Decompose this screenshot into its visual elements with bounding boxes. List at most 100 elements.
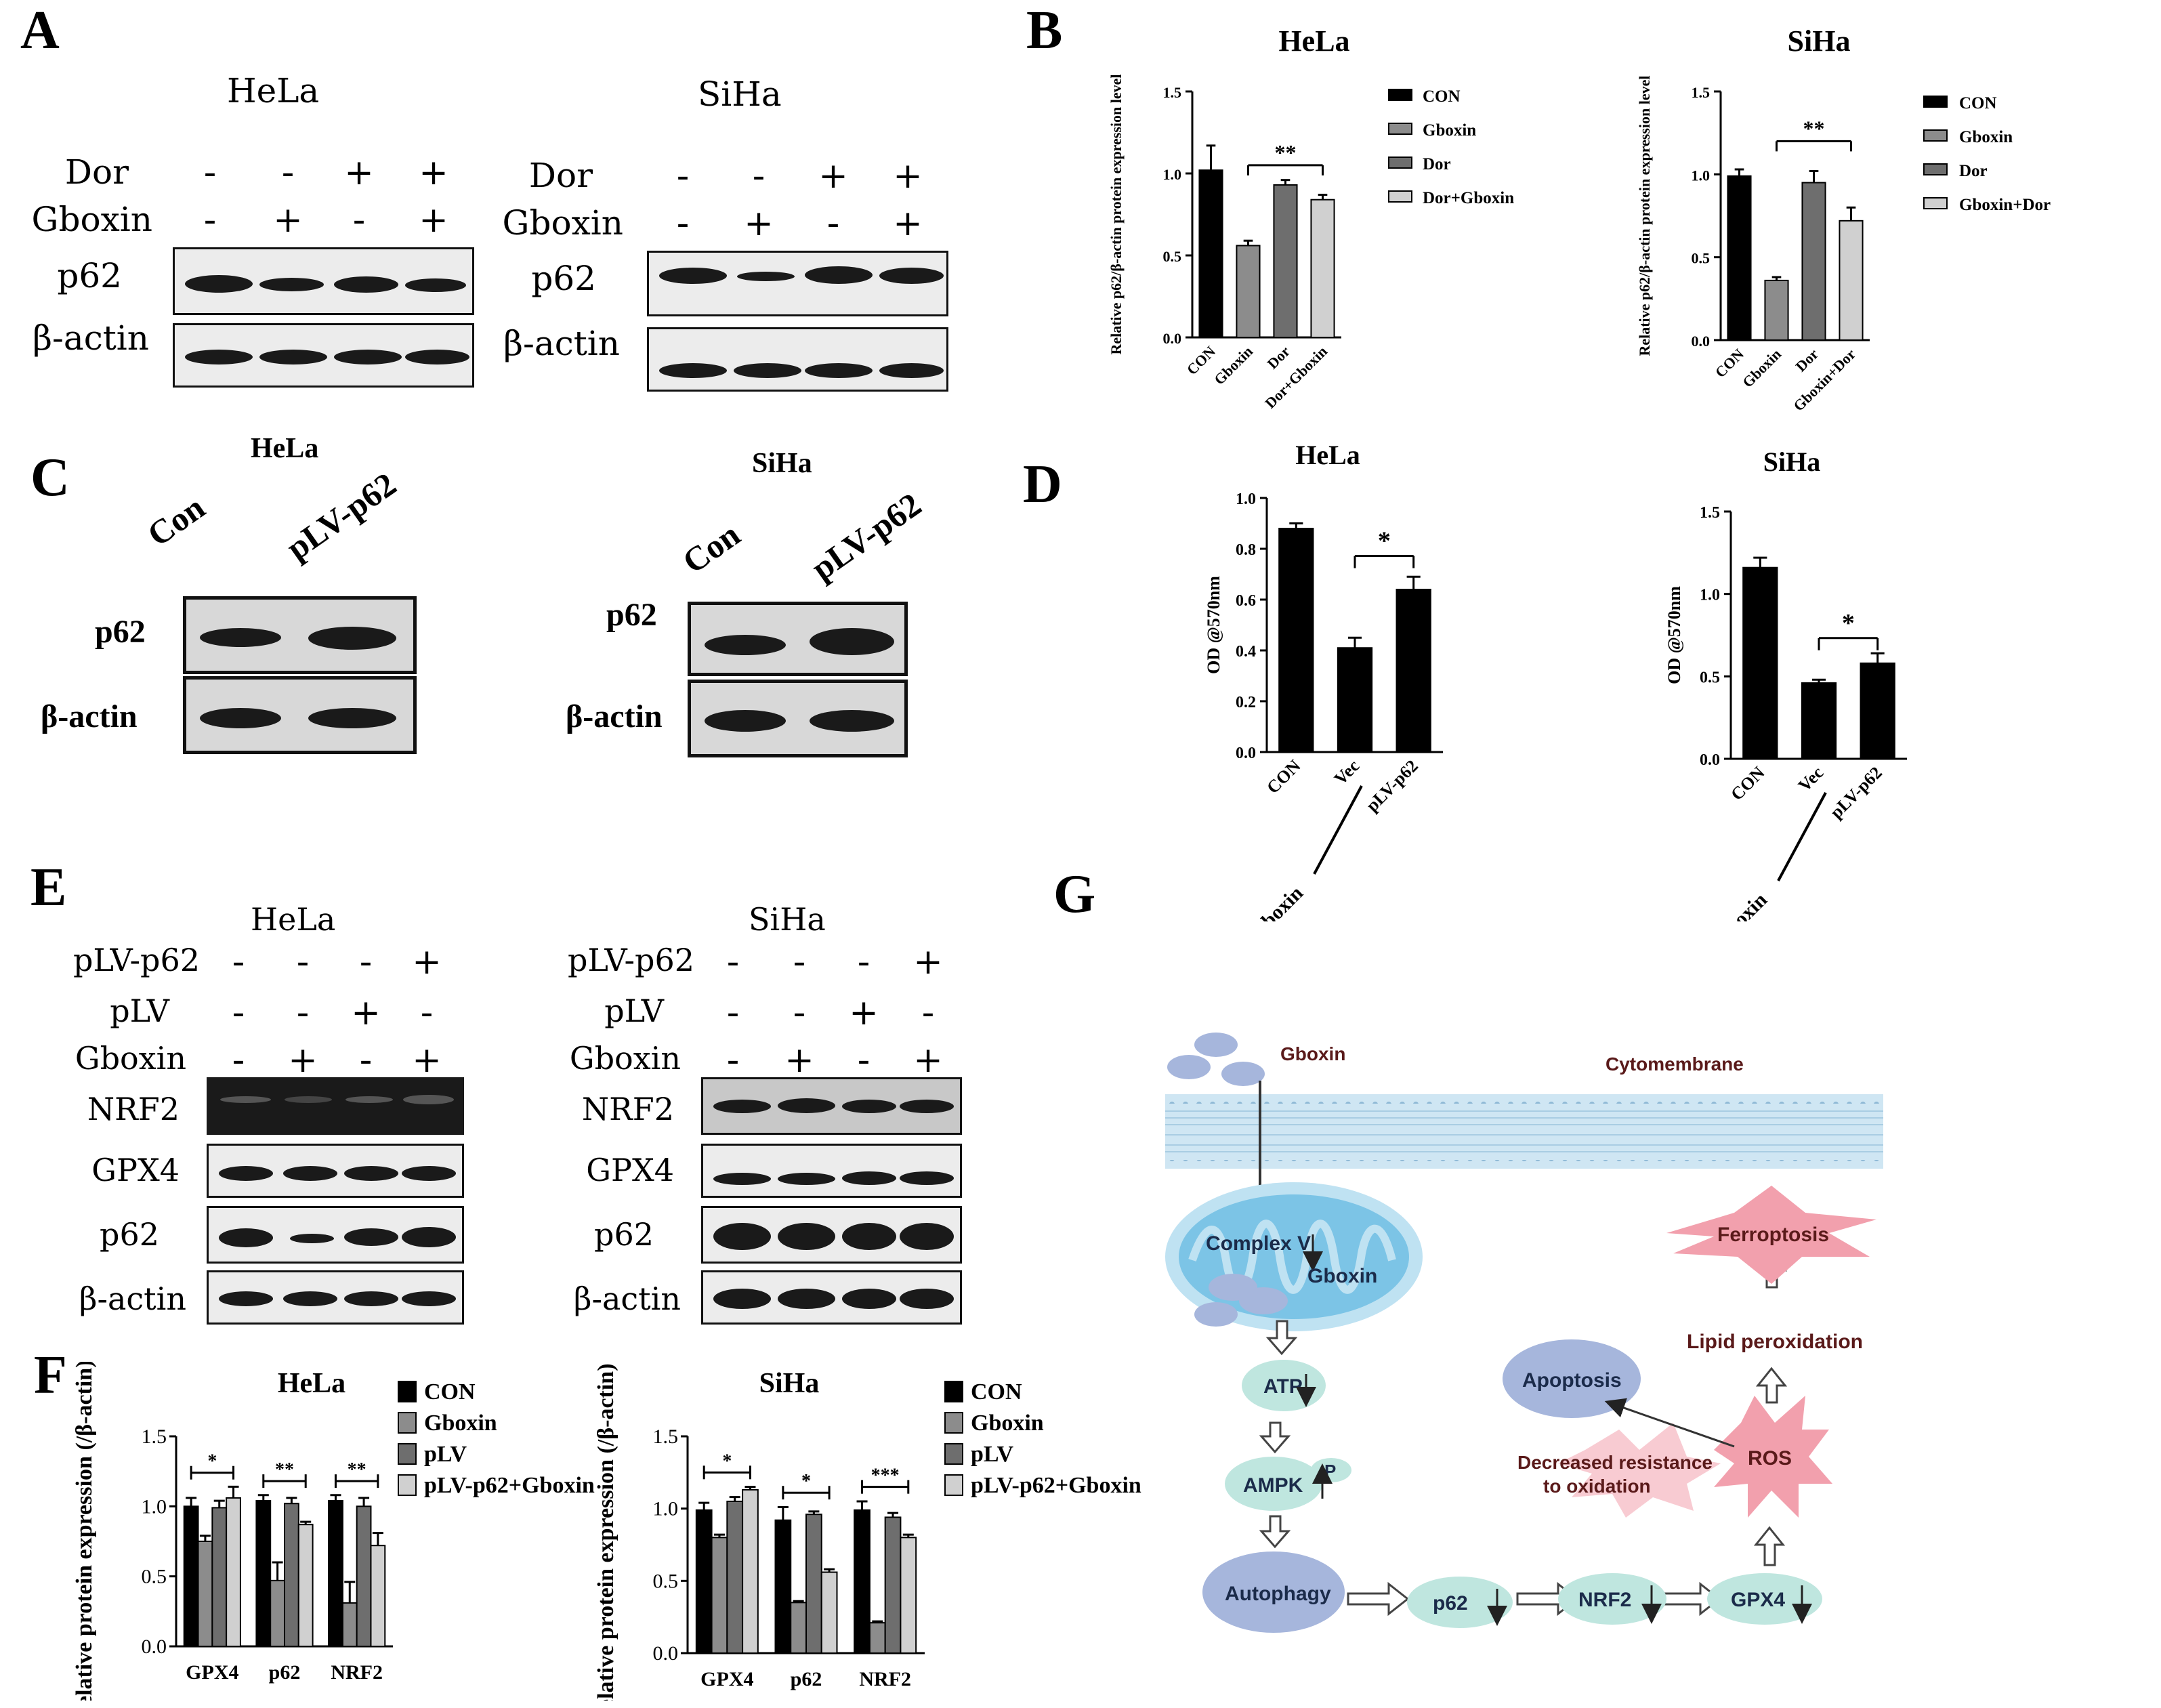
row-label: Gboxin — [75, 1040, 186, 1077]
ferroptosis-star-icon — [1666, 1186, 1876, 1284]
lane-sign: - — [921, 993, 935, 1033]
arrow-icon — [1604, 1398, 1735, 1448]
western-blot-p62 — [647, 251, 948, 316]
bar — [854, 1509, 870, 1654]
bar — [183, 1505, 199, 1647]
group-divider — [1313, 785, 1363, 875]
category-label: NRF2 — [859, 1668, 911, 1690]
blot-label: β-actin — [566, 699, 663, 734]
category-label: GPX4 — [186, 1661, 238, 1684]
western-blot-gpx4 — [207, 1144, 464, 1198]
legend-label: Gboxin+Dor — [1959, 196, 2051, 214]
lane-sign: + — [913, 942, 943, 982]
gboxin-label: Gboxin — [1280, 1043, 1345, 1064]
y-axis-label: Relative p62/β-actin protein expression … — [1636, 75, 1653, 356]
legend-label: Dor+Gboxin — [1423, 189, 1514, 207]
bar — [900, 1537, 917, 1654]
gboxin-inner-label: Gboxin — [1307, 1265, 1377, 1287]
chart-title: SiHa — [759, 1368, 820, 1399]
category-label: CON — [1727, 763, 1769, 805]
legend-swatch — [1923, 129, 1948, 142]
bar — [341, 1602, 358, 1647]
row-label: Gboxin — [502, 203, 623, 243]
lane-sign: - — [296, 993, 310, 1033]
lane-sign: + — [913, 1040, 943, 1081]
y-tick-label: 1.0 — [653, 1498, 679, 1520]
blot-label: NRF2 — [87, 1091, 180, 1127]
y-axis-label: OD @570nm — [1664, 586, 1684, 684]
legend-swatch — [1923, 163, 1948, 175]
bar — [270, 1579, 286, 1647]
y-tick-label: 0.0 — [1692, 333, 1711, 350]
western-blot-beta-actin — [183, 676, 417, 754]
bar — [726, 1501, 744, 1654]
bar — [297, 1524, 314, 1647]
lane-sign: + — [893, 156, 923, 196]
lane-sign: - — [232, 942, 245, 982]
cytomembrane — [1165, 1094, 1883, 1169]
western-blot-p62 — [688, 602, 908, 676]
lane-sign: - — [752, 156, 765, 196]
lane-sign: - — [232, 993, 245, 1033]
lane-label: Con — [140, 488, 212, 554]
y-tick-label: 0.0 — [142, 1636, 167, 1658]
western-blot-nrf2 — [701, 1077, 962, 1135]
y-tick-label: 1.0 — [1700, 587, 1720, 604]
panel-label-a: A — [20, 1, 60, 60]
category-label: p62 — [269, 1661, 301, 1684]
legend-label: pLV — [971, 1442, 1013, 1467]
panel-label-d: D — [1023, 455, 1062, 514]
bar — [211, 1507, 228, 1647]
panel-label-b: B — [1026, 1, 1063, 60]
lane-sign: - — [296, 942, 310, 982]
legend-swatch — [1388, 190, 1412, 203]
bar — [884, 1516, 902, 1654]
legend-label: Dor — [1959, 162, 1988, 180]
legend-swatch — [1388, 123, 1412, 135]
category-label: Gboxin — [1211, 343, 1256, 388]
bar — [1310, 199, 1335, 338]
bar — [356, 1505, 372, 1647]
y-tick-label: 0.0 — [1163, 330, 1182, 347]
y-tick-label: 1.0 — [142, 1495, 167, 1518]
bar — [868, 1622, 886, 1654]
bar — [1839, 220, 1864, 341]
panel-label-c: C — [30, 448, 70, 507]
western-blot-p62 — [183, 596, 417, 674]
lane-sign: - — [676, 203, 690, 244]
blot-label: β-actin — [79, 1280, 186, 1317]
legend-swatch — [944, 1443, 963, 1465]
legend-swatch — [944, 1474, 963, 1496]
autophagy-node — [1202, 1551, 1345, 1633]
lane-sign: - — [420, 993, 434, 1033]
category-label: NRF2 — [331, 1661, 383, 1684]
blot-label: GPX4 — [91, 1152, 180, 1188]
blot-title: SiHa — [698, 75, 782, 114]
category-label: Dor — [1263, 343, 1293, 373]
mitochondrion-icon — [1165, 1182, 1423, 1331]
significance-label: * — [801, 1471, 811, 1492]
complex-v-label: Complex V — [1206, 1232, 1311, 1255]
bar — [1801, 682, 1837, 760]
y-tick-label: 1.5 — [653, 1425, 679, 1448]
chart-title: HeLa — [1295, 440, 1360, 470]
western-blot-beta-actin — [647, 327, 948, 392]
western-blot-beta-actin — [688, 680, 908, 757]
ampk-label: AMPK — [1243, 1474, 1303, 1497]
lane-sign: - — [857, 1040, 870, 1081]
legend-swatch — [398, 1474, 417, 1496]
chart-title: SiHa — [1763, 446, 1820, 477]
y-tick-label: 1.0 — [1692, 167, 1711, 184]
significance-label: ** — [348, 1459, 366, 1480]
pathway-diagram: Cytomembrane Gboxin Complex V Gboxin ATP… — [1152, 1016, 1890, 1660]
y-tick-label: 0.5 — [142, 1566, 167, 1588]
significance-label: * — [207, 1451, 217, 1472]
group-label: Gboxin — [1710, 888, 1771, 921]
lane-sign: - — [203, 200, 217, 241]
blot-title: SiHa — [749, 901, 826, 938]
significance-label: * — [1378, 527, 1391, 556]
